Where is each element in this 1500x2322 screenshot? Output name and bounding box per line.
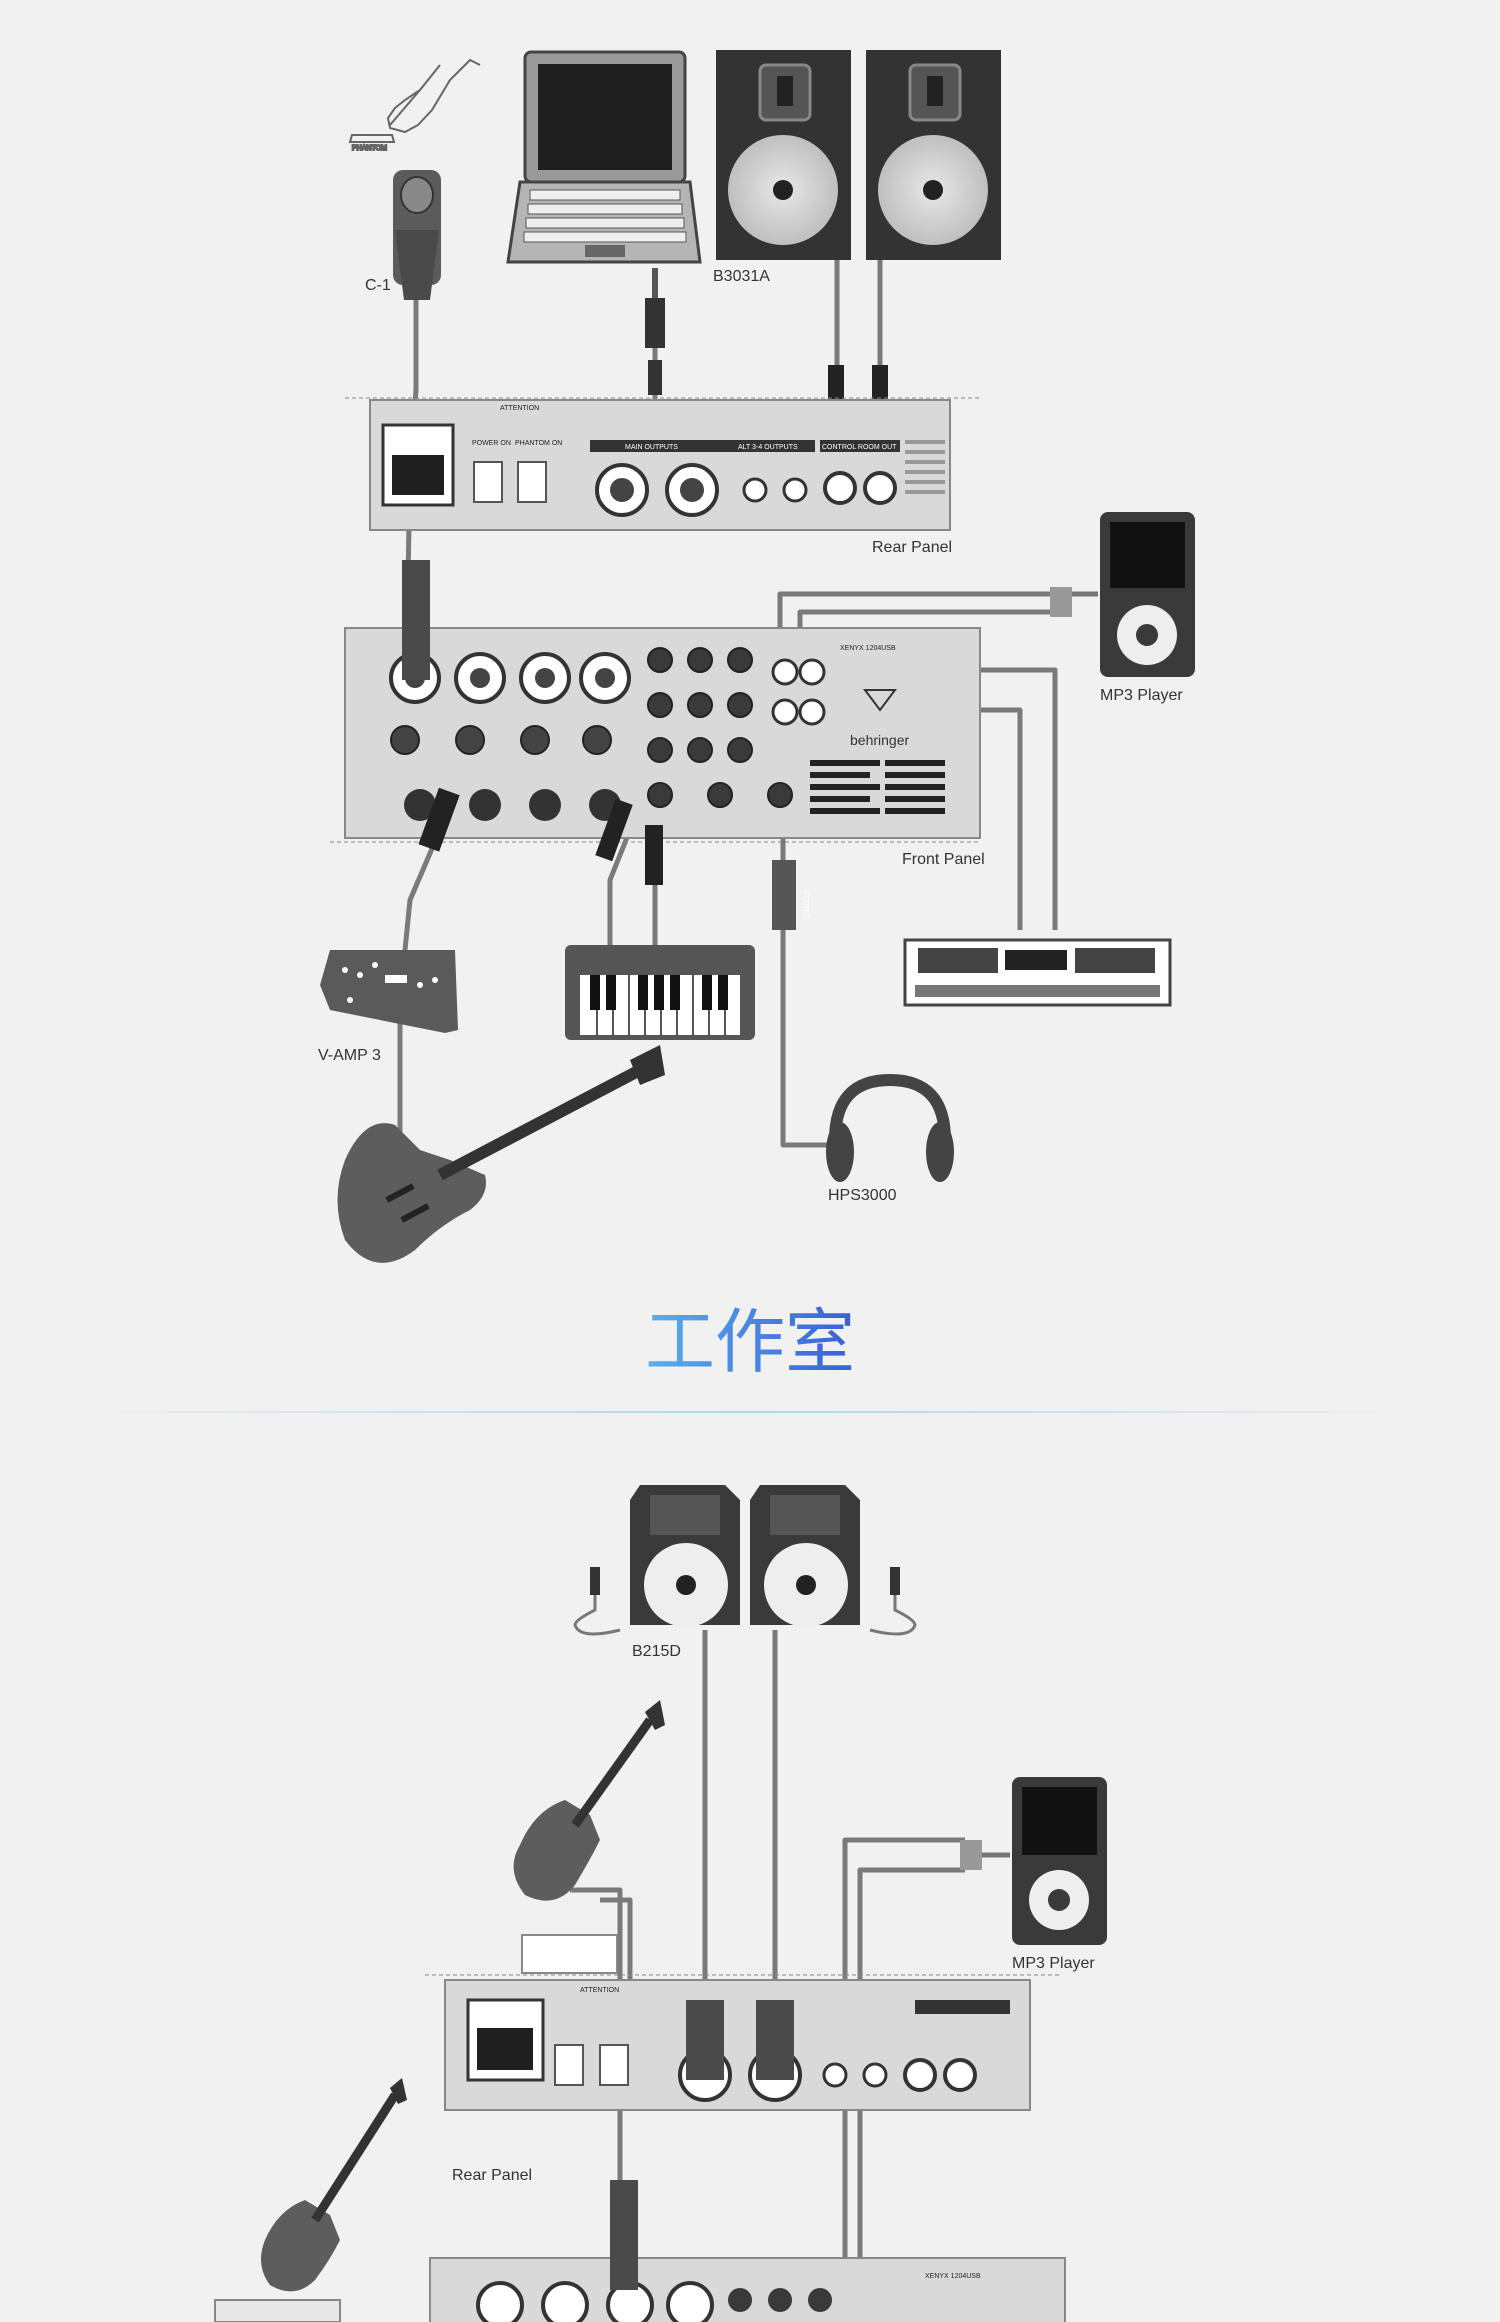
svg-text:ALT 3-4 OUTPUTS: ALT 3-4 OUTPUTS (738, 444, 798, 451)
gain-knobs (404, 789, 621, 821)
front-panel-top: XENYX 1204USB behringer Front Panel STER… (330, 560, 985, 930)
front-panel-label: Front Panel (902, 851, 985, 868)
pa-speaker-label: B215D (632, 1643, 681, 1660)
c1-label: C-1 (365, 277, 391, 294)
pa-speaker-right (750, 1485, 860, 1627)
speaker-label: B3031A (713, 268, 770, 285)
laptop (506, 50, 702, 395)
stereo-label: STEREO (802, 890, 809, 919)
headphones-label: HPS3000 (828, 1187, 897, 1204)
attention-text-bottom: ATTENTION (580, 1987, 619, 1994)
electric-guitar-bottom (214, 2078, 407, 2322)
mp3-label-bottom: MP3 Player (1012, 1955, 1095, 1972)
svg-text:MAIN OUTPUTS: MAIN OUTPUTS (625, 444, 678, 451)
rear-panel-label-bottom: Rear Panel (452, 2167, 532, 2184)
svg-text:PHANTOM ON: PHANTOM ON (515, 440, 562, 447)
rear-panel-top: POWER ON PHANTOM ON ATTENTION MAIN OUTPU… (345, 397, 980, 556)
electric-guitar-top (337, 1045, 665, 1263)
section-divider (55, 1411, 1445, 1413)
bass-guitar (513, 1700, 665, 1901)
v-amp-3: V-AMP 3 (318, 950, 458, 1064)
monitor-left (716, 50, 851, 260)
model-label: XENYX 1204USB (840, 645, 896, 652)
mp3-player-top: MP3 Player (1050, 512, 1195, 704)
svg-text:CONTROL ROOM OUT: CONTROL ROOM OUT (822, 444, 897, 451)
pa-speakers: B215D (573, 1485, 917, 1660)
rear-panel-label: Rear Panel (872, 539, 952, 556)
c1-microphone: C-1 (365, 170, 441, 300)
brand-label: behringer (850, 732, 909, 748)
front-panel-bottom: XENYX 1204USB (429, 2180, 1066, 2322)
power-plug-right (869, 1567, 917, 1636)
rear-panel-bottom: ATTENTION Rear Panel (425, 1974, 1060, 2184)
studio-monitors: B3031A (713, 50, 1001, 425)
top-diagram: PHANTOM C-1 (318, 50, 1195, 1263)
svg-text:PHANTOM: PHANTOM (352, 145, 387, 152)
jack-inputs (390, 725, 612, 755)
bottom-diagram: B215D MP3 Player (214, 1485, 1107, 2322)
di-box (521, 1934, 618, 1974)
cassette-deck (903, 938, 1172, 1007)
power-plug-left (573, 1567, 621, 1636)
cables-bottom (570, 1630, 965, 2322)
vamp-label: V-AMP 3 (318, 1047, 381, 1064)
model-label-bottom: XENYX 1204USB (925, 2273, 981, 2280)
stereo-section (647, 647, 793, 808)
monitor-right (866, 50, 1001, 260)
mp3-player-bottom: MP3 Player (960, 1777, 1107, 1972)
section-title: 工作室 (645, 1301, 855, 1383)
svg-text:POWER ON: POWER ON (472, 440, 511, 447)
mp3-label: MP3 Player (1100, 687, 1183, 704)
phantom-hand-icon: PHANTOM (348, 58, 481, 153)
midi-keyboard (565, 945, 755, 1040)
attention-text: ATTENTION (500, 405, 539, 412)
headphones-hps3000: HPS3000 (826, 1073, 954, 1204)
pa-speaker-left (630, 1485, 740, 1627)
